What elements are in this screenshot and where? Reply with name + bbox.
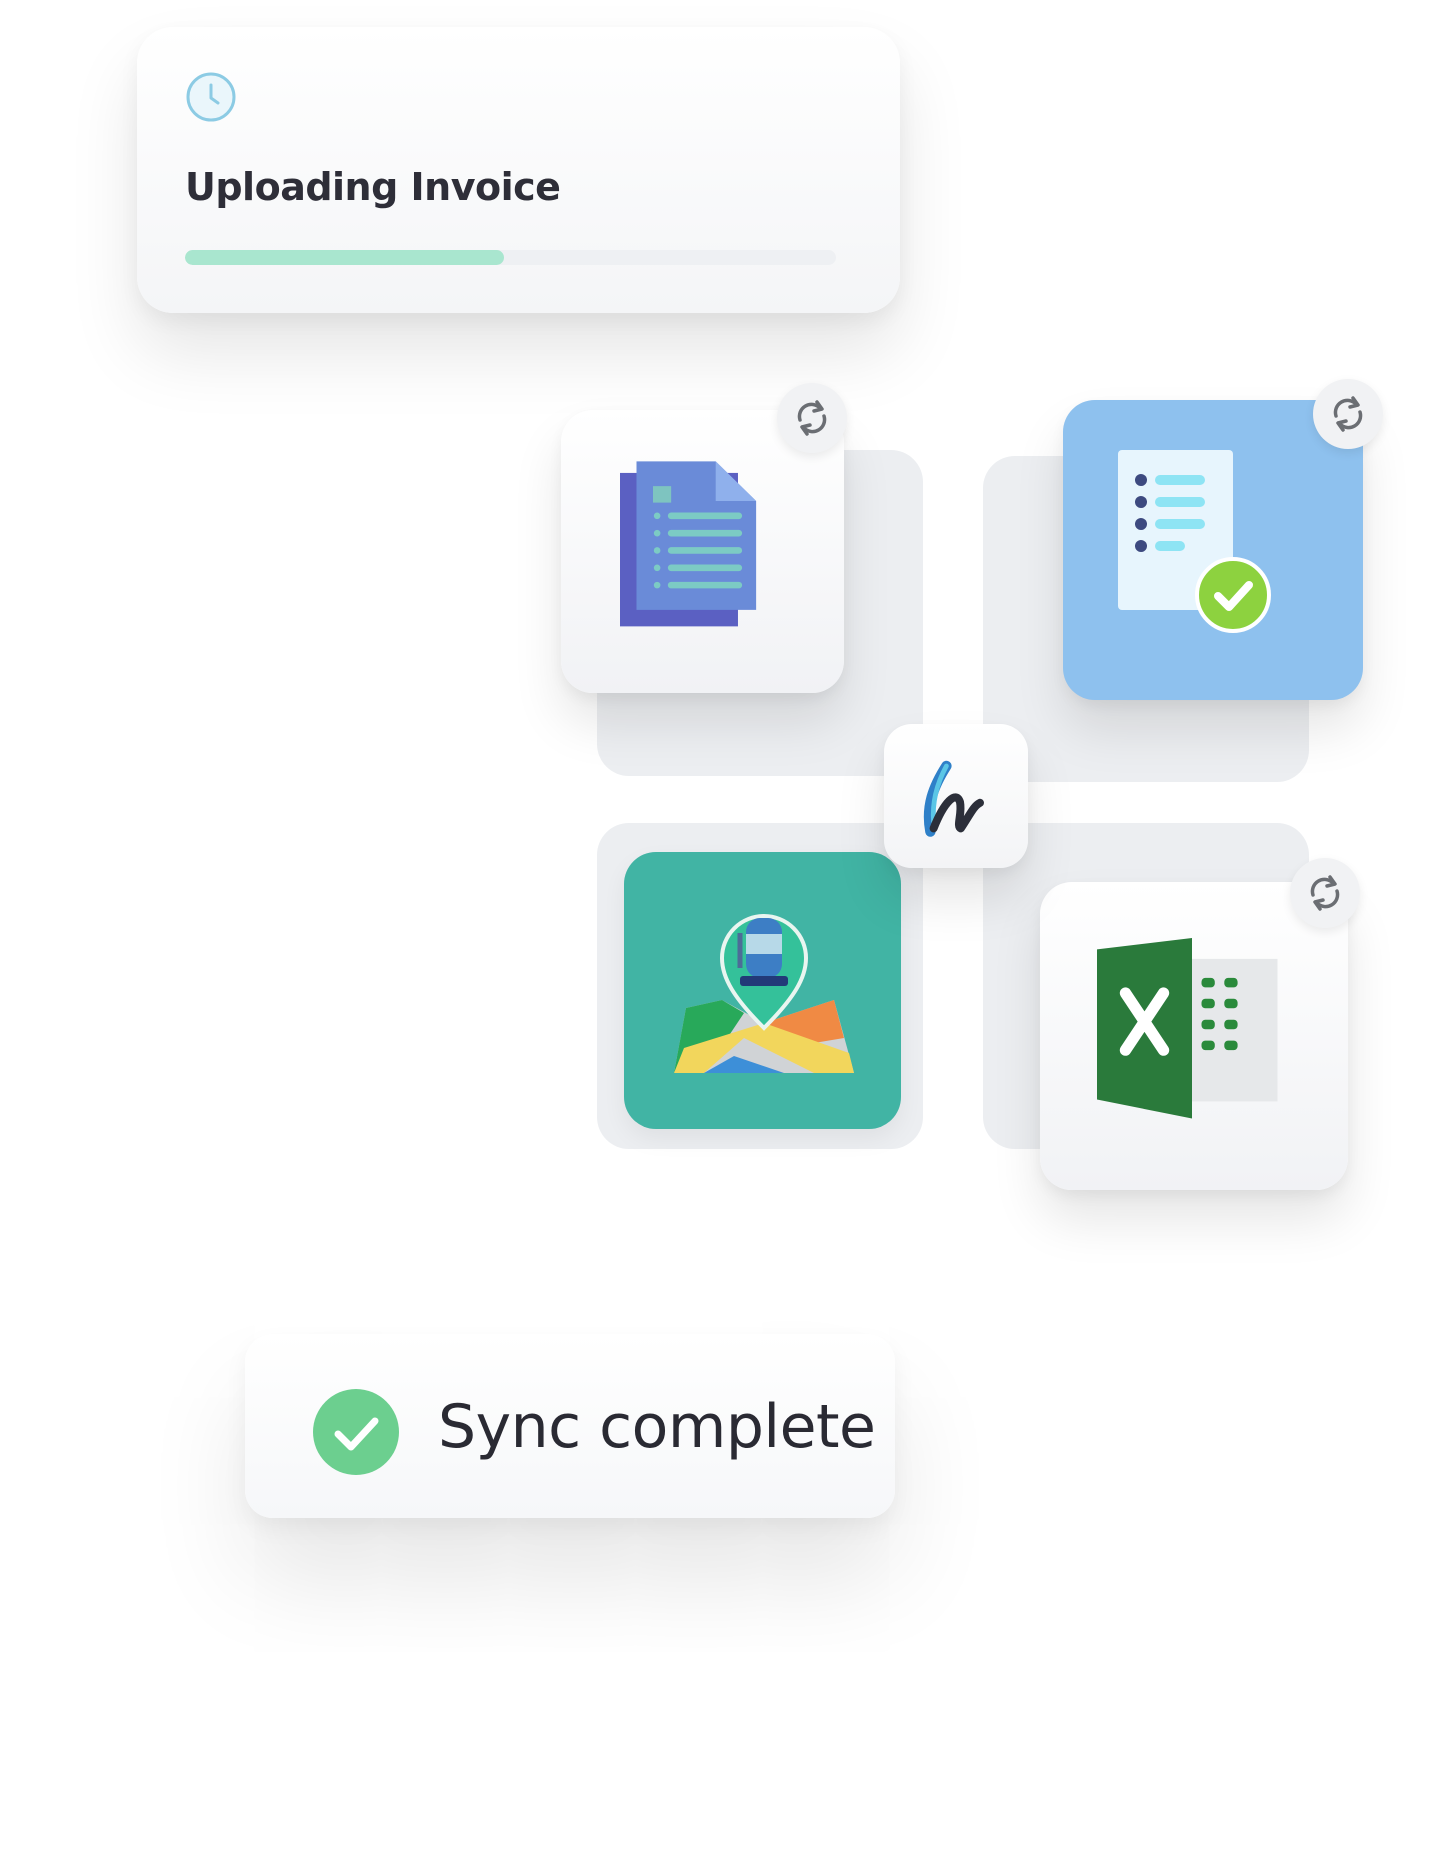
sync-icon xyxy=(1310,875,1340,911)
upload-title: Uploading Invoice xyxy=(185,165,561,209)
document-icon xyxy=(620,461,757,627)
check-circle-icon xyxy=(313,1389,399,1475)
upload-progress-fill xyxy=(185,250,504,265)
upload-progress-bar xyxy=(185,250,836,265)
document-tile[interactable] xyxy=(561,383,847,693)
excel-icon xyxy=(1097,938,1278,1119)
checklist-icon xyxy=(1118,450,1271,633)
app-logo xyxy=(923,760,984,837)
sync-badge[interactable] xyxy=(1313,379,1383,449)
sync-status-label: Sync complete xyxy=(438,1392,876,1462)
sync-icon xyxy=(1333,396,1363,432)
map-location-icon xyxy=(674,914,854,1073)
map-tile[interactable] xyxy=(624,852,901,1129)
sync-badge[interactable] xyxy=(1290,858,1360,928)
upload-card: Uploading Invoice xyxy=(137,27,900,313)
hub-logo-tile[interactable] xyxy=(884,724,1028,868)
excel-tile[interactable] xyxy=(1040,858,1360,1190)
sync-badge[interactable] xyxy=(777,383,847,453)
clock-icon xyxy=(186,72,236,122)
checklist-tile[interactable] xyxy=(1063,379,1383,700)
sync-icon xyxy=(797,400,827,436)
sync-complete-card: Sync complete xyxy=(245,1334,895,1518)
